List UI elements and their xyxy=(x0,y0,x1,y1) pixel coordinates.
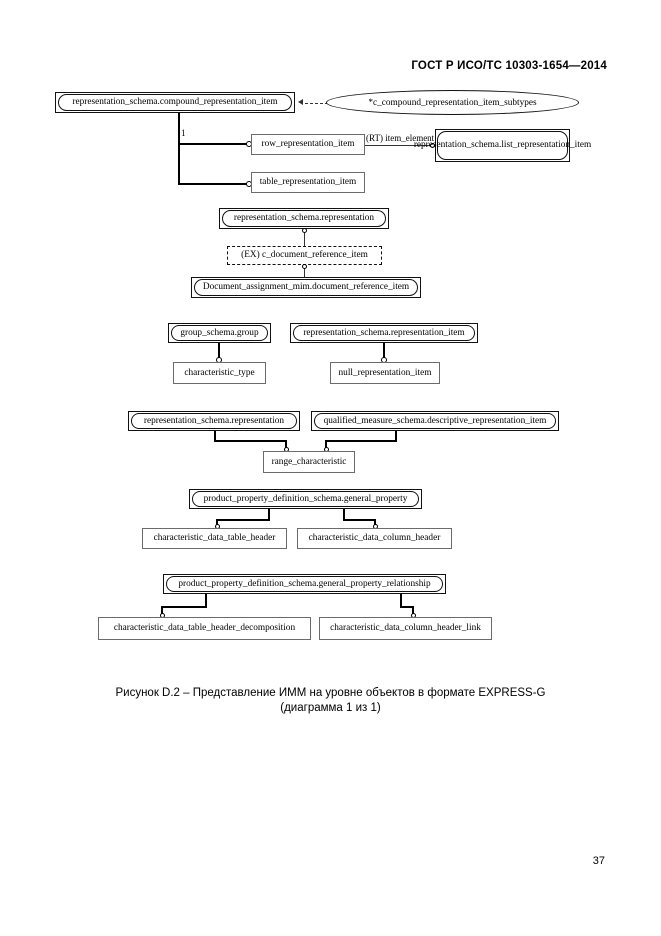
dashed-connector-subtypes xyxy=(305,102,328,104)
node-group-schema-group-label: group_schema.group xyxy=(171,325,268,341)
node-characteristic-data-column-header[interactable]: characteristic_data_column_header xyxy=(297,528,452,549)
node-range-characteristic[interactable]: range_characteristic xyxy=(263,451,355,473)
edge-rep2-down xyxy=(214,431,216,442)
node-characteristic-data-table-header-decomposition[interactable]: characteristic_data_table_header_decompo… xyxy=(98,617,311,640)
node-list-representation-item-label: representation_schema.list_ representati… xyxy=(414,131,591,160)
relation-circle-representation xyxy=(301,228,307,233)
node-descriptive-representation-item-label: qualified_measure_schema.descriptive_rep… xyxy=(314,413,556,429)
node-general-property-relationship[interactable]: product_property_definition_schema.gener… xyxy=(163,574,446,594)
node-representation-label: representation_schema.representation xyxy=(222,210,386,227)
edge-desc-down2 xyxy=(325,440,327,449)
edge-gp-left-down xyxy=(268,509,270,521)
node-table-representation-item-label: table_representation_item xyxy=(259,177,357,188)
node-compound-representation-item-label: representation_schema.compound_represent… xyxy=(58,94,292,111)
node-characteristic-data-table-header-decomposition-label: characteristic_data_table_header_decompo… xyxy=(113,623,296,634)
node-c-document-reference-item-label: (EX) c_document_reference_item xyxy=(241,250,368,261)
edge-group-to-characteristic-type xyxy=(218,343,220,360)
node-range-characteristic-label: range_characteristic xyxy=(271,456,347,467)
edge-gp-left-down2 xyxy=(216,519,218,526)
node-row-representation-item[interactable]: row_representation_item xyxy=(251,134,365,155)
node-row-representation-item-label: row_representation_item xyxy=(261,139,355,150)
edge-gpr-right-across xyxy=(400,606,414,608)
node-representation[interactable]: representation_schema.representation xyxy=(219,208,389,229)
node-representation-2-label: representation_schema.representation xyxy=(131,413,297,429)
node-compound-representation-item[interactable]: representation_schema.compound_represent… xyxy=(55,92,295,113)
list-line-2: representation_item xyxy=(517,140,592,151)
edge-representation-to-ex xyxy=(304,229,305,247)
figure-caption: Рисунок D.2 – Представление ИММ на уровн… xyxy=(0,686,661,716)
edge-row-to-list xyxy=(365,145,433,146)
node-general-property[interactable]: product_property_definition_schema.gener… xyxy=(189,489,422,509)
node-list-representation-item[interactable]: representation_schema.list_ representati… xyxy=(414,129,591,162)
tree-branch-row xyxy=(178,143,250,145)
edge-representation-item-to-null xyxy=(383,343,385,360)
node-compound-subtypes-label: *c_compound_representation_item_subtypes xyxy=(368,97,537,108)
node-general-property-relationship-label: product_property_definition_schema.gener… xyxy=(166,576,443,592)
node-compound-subtypes-ellipse[interactable]: *c_compound_representation_item_subtypes xyxy=(326,90,579,115)
edge-gp-right-across xyxy=(343,519,376,521)
node-characteristic-data-column-header-label: characteristic_data_column_header xyxy=(308,533,441,544)
node-null-representation-item[interactable]: null_representation_item xyxy=(330,362,440,384)
node-group-schema-group[interactable]: group_schema.group xyxy=(168,323,271,343)
node-characteristic-data-table-header[interactable]: characteristic_data_table_header xyxy=(142,528,287,549)
edge-gp-right-down xyxy=(343,509,345,521)
edge-gp-left-across xyxy=(216,519,270,521)
edge-rep2-down2 xyxy=(285,440,287,449)
node-representation-2[interactable]: representation_schema.representation xyxy=(128,411,300,431)
edge-gpr-left-across xyxy=(161,606,207,608)
cardinality-label-one: 1 xyxy=(181,128,186,138)
node-descriptive-representation-item[interactable]: qualified_measure_schema.descriptive_rep… xyxy=(311,411,559,431)
edge-gp-right-down2 xyxy=(374,519,376,526)
edge-gpr-left-down xyxy=(205,594,207,608)
figure-caption-line-1: Рисунок D.2 – Представление ИММ на уровн… xyxy=(115,687,546,699)
node-general-property-label: product_property_definition_schema.gener… xyxy=(192,491,419,507)
node-characteristic-data-column-header-link-label: characteristic_data_column_header_link xyxy=(330,623,481,634)
tree-trunk-vertical xyxy=(178,113,180,185)
edge-gpr-right-down xyxy=(400,594,402,608)
express-g-diagram: representation_schema.compound_represent… xyxy=(55,90,591,640)
node-representation-item[interactable]: representation_schema.representation_ite… xyxy=(290,323,478,343)
node-c-document-reference-item[interactable]: (EX) c_document_reference_item xyxy=(227,246,382,265)
arrow-to-compound-icon xyxy=(298,99,303,105)
tree-branch-table xyxy=(178,183,250,185)
node-document-reference-item-label: Document_assignment_mim.document_referen… xyxy=(194,279,418,296)
node-representation-item-label: representation_schema.representation_ite… xyxy=(293,325,475,341)
edge-rep2-across xyxy=(214,440,287,442)
page-number: 37 xyxy=(592,855,605,867)
node-characteristic-data-table-header-label: characteristic_data_table_header xyxy=(153,533,276,544)
relation-circle-ex xyxy=(301,264,307,269)
edge-gpr-right-down2 xyxy=(412,606,414,615)
figure-caption-line-2: (диаграмма 1 из 1) xyxy=(280,702,381,714)
edge-gpr-left-down2 xyxy=(161,606,163,615)
node-document-reference-item[interactable]: Document_assignment_mim.document_referen… xyxy=(191,277,421,298)
edge-desc-down xyxy=(395,431,397,442)
node-characteristic-data-column-header-link[interactable]: characteristic_data_column_header_link xyxy=(319,617,492,640)
list-line-1: representation_schema.list_ xyxy=(413,140,518,151)
document-header: ГОСТ Р ИСО/ТС 10303-1654—2014 xyxy=(411,60,607,72)
node-characteristic-type[interactable]: characteristic_type xyxy=(173,362,266,384)
relation-circle-list xyxy=(430,143,435,148)
edge-label-item-element: (RT) item_element xyxy=(366,133,435,143)
node-null-representation-item-label: null_representation_item xyxy=(338,367,432,378)
edge-desc-across xyxy=(325,440,397,442)
node-table-representation-item[interactable]: table_representation_item xyxy=(251,172,365,193)
edge-ex-to-document-reference xyxy=(304,265,305,278)
node-characteristic-type-label: characteristic_type xyxy=(184,367,255,378)
